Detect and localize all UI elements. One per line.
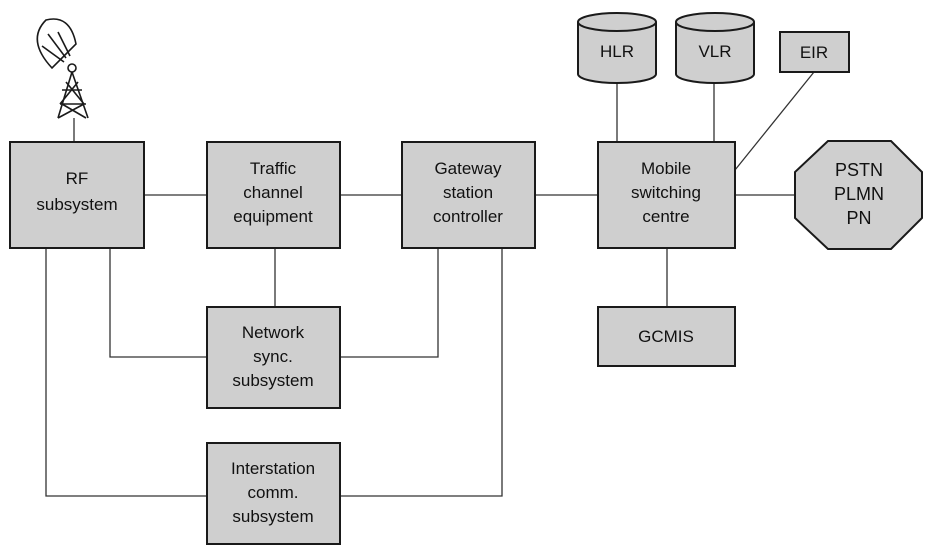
node-eir: EIR: [779, 31, 850, 73]
svg-text:subsystem: subsystem: [232, 371, 313, 390]
node-interstation-comm-subsystem: Interstation comm. subsystem: [206, 442, 341, 545]
traffic-label-line-3: equipment: [233, 207, 313, 226]
link-rf-interstation: [45, 248, 207, 497]
database-hlr: HLR: [577, 12, 657, 84]
gcmis-label: GCMIS: [638, 327, 694, 346]
network-sync-label-line-1: Network: [242, 323, 305, 342]
pstn-label-line-1: PSTN: [835, 160, 883, 180]
interstation-label-line-2: comm.: [248, 483, 299, 502]
svg-text:VLR: VLR: [698, 42, 731, 61]
msc-label-line-2: switching: [631, 183, 701, 202]
connectors: [45, 71, 815, 497]
msc-label-line-1: Mobile: [641, 159, 691, 178]
svg-text:switching: switching: [631, 183, 701, 202]
svg-text:Traffic: Traffic: [250, 159, 297, 178]
traffic-label-line-1: Traffic: [250, 159, 297, 178]
svg-text:sync.: sync.: [253, 347, 293, 366]
svg-text:PLMN: PLMN: [834, 184, 884, 204]
interstation-label-line-3: subsystem: [232, 507, 313, 526]
vlr-label: VLR: [698, 42, 731, 61]
svg-text:EIR: EIR: [800, 43, 828, 62]
svg-text:HLR: HLR: [600, 42, 634, 61]
network-sync-label-line-2: sync.: [253, 347, 293, 366]
gateway-label-line-2: station: [443, 183, 493, 202]
node-traffic-channel-equipment: Traffic channel equipment: [206, 141, 341, 249]
hlr-label: HLR: [600, 42, 634, 61]
gateway-label-line-3: controller: [433, 207, 503, 226]
pstn-label-line-3: PN: [846, 208, 871, 228]
rf-label-line-1: RF: [66, 169, 89, 188]
network-sync-label-line-3: subsystem: [232, 371, 313, 390]
node-network-sync-subsystem: Network sync. subsystem: [206, 306, 341, 409]
link-rf-network-sync: [109, 248, 207, 358]
node-gcmis: GCMIS: [597, 306, 736, 367]
svg-text:PN: PN: [846, 208, 871, 228]
svg-text:Mobile: Mobile: [641, 159, 691, 178]
link-gateway-network-sync: [340, 248, 439, 358]
msc-label-line-3: centre: [642, 207, 689, 226]
node-mobile-switching-centre: Mobile switching centre: [597, 141, 736, 249]
svg-text:comm.: comm.: [248, 483, 299, 502]
svg-text:PSTN: PSTN: [835, 160, 883, 180]
link-eir-msc: [734, 71, 815, 171]
gateway-label-line-1: Gateway: [434, 159, 502, 178]
traffic-label-line-2: channel: [243, 183, 303, 202]
eir-label: EIR: [800, 43, 828, 62]
svg-text:Network: Network: [242, 323, 305, 342]
satellite-dish-antenna-icon: [36, 18, 89, 119]
pstn-label-line-2: PLMN: [834, 184, 884, 204]
svg-text:GCMIS: GCMIS: [638, 327, 694, 346]
link-gateway-interstation: [340, 248, 503, 497]
svg-text:RF: RF: [66, 169, 89, 188]
node-gateway-station-controller: Gateway station controller: [401, 141, 536, 249]
svg-text:centre: centre: [642, 207, 689, 226]
rf-label-line-2: subsystem: [36, 195, 117, 214]
interstation-label-line-1: Interstation: [231, 459, 315, 478]
node-rf-subsystem: RF subsystem: [9, 141, 145, 249]
svg-text:Interstation: Interstation: [231, 459, 315, 478]
svg-text:subsystem: subsystem: [232, 507, 313, 526]
svg-text:station: station: [443, 183, 493, 202]
node-pstn-plmn-pn: PSTN PLMN PN: [794, 140, 923, 250]
svg-text:subsystem: subsystem: [36, 195, 117, 214]
svg-text:controller: controller: [433, 207, 503, 226]
database-vlr: VLR: [675, 12, 755, 84]
svg-text:channel: channel: [243, 183, 303, 202]
svg-text:Gateway: Gateway: [434, 159, 502, 178]
svg-text:equipment: equipment: [233, 207, 313, 226]
